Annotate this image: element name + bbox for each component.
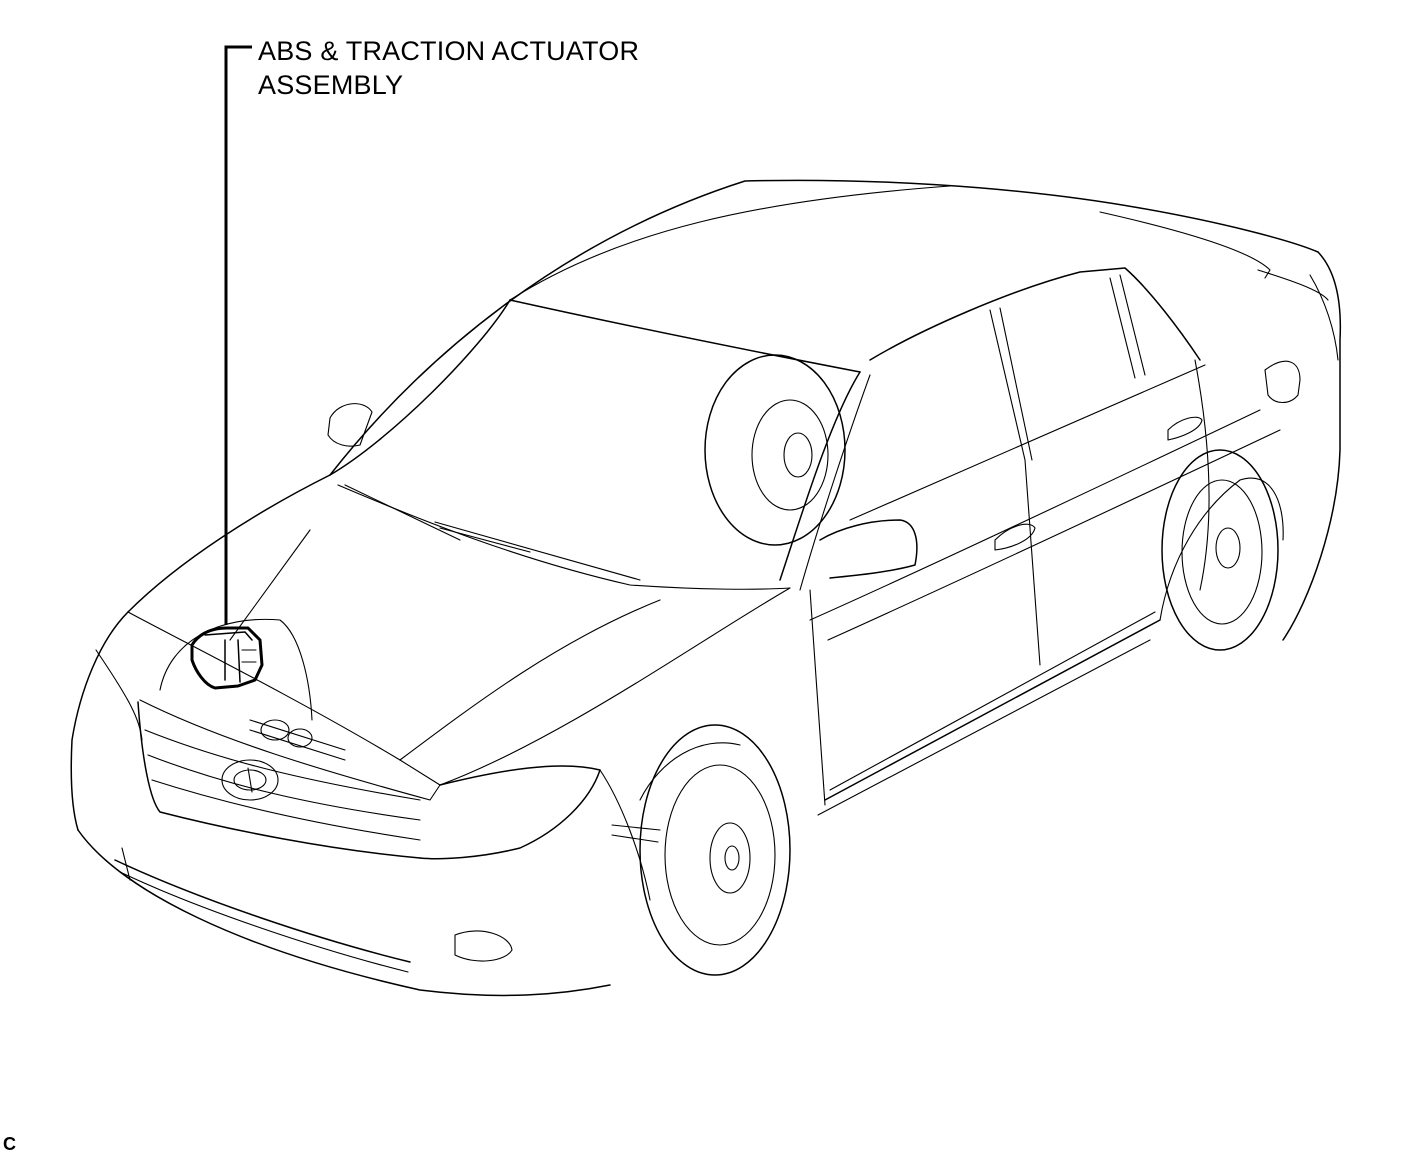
abs-actuator-assembly: [190, 626, 264, 690]
callout-label-line-2: ASSEMBLY: [258, 70, 404, 100]
car-body-outline: [70, 179, 1342, 997]
callout-label-line-1: ABS & TRACTION ACTUATOR: [258, 36, 640, 66]
front-emblem: [221, 759, 279, 801]
front-wheel: [611, 724, 791, 976]
rear-wheel: [1161, 449, 1279, 651]
front-wheel-well: [159, 618, 346, 761]
callout-leader-line: [224, 45, 252, 625]
figure-code: C: [3, 1134, 16, 1154]
far-side-wheel: [704, 354, 846, 546]
abs-actuator-callout-label: ABS & TRACTION ACTUATOR ASSEMBLY: [258, 34, 639, 102]
